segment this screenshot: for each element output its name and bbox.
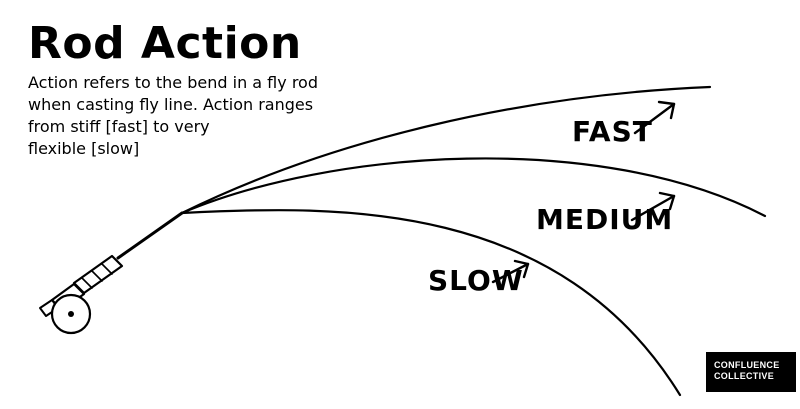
slow-curve [180, 209, 682, 397]
description-line-4: flexible [slow] [28, 139, 140, 158]
fast-arrow-icon [633, 100, 676, 135]
logo-line-2: COLLECTIVE [714, 371, 775, 381]
description-line-1: Action refers to the bend in a fly rod [28, 73, 318, 92]
page-title: Rod Action [28, 18, 302, 69]
description-line-3: from stiff [fast] to very [28, 117, 210, 136]
description: Action refers to the bend in a fly rod w… [28, 72, 388, 160]
slow-arrow-icon [491, 259, 530, 284]
slow-label: SLOW [428, 264, 524, 297]
medium-curve [180, 157, 767, 218]
fast-label: FAST [572, 115, 653, 148]
description-line-2: when casting fly line. Action ranges [28, 95, 314, 114]
fast-curve [180, 85, 712, 215]
medium-arrow-icon [630, 191, 676, 222]
rod-blank [116, 211, 184, 260]
medium-label: MEDIUM [536, 203, 673, 236]
logo-line-1: CONFLUENCE [714, 360, 780, 370]
fly-reel [50, 293, 92, 335]
brand-logo: CONFLUENCE COLLECTIVE [706, 352, 796, 392]
